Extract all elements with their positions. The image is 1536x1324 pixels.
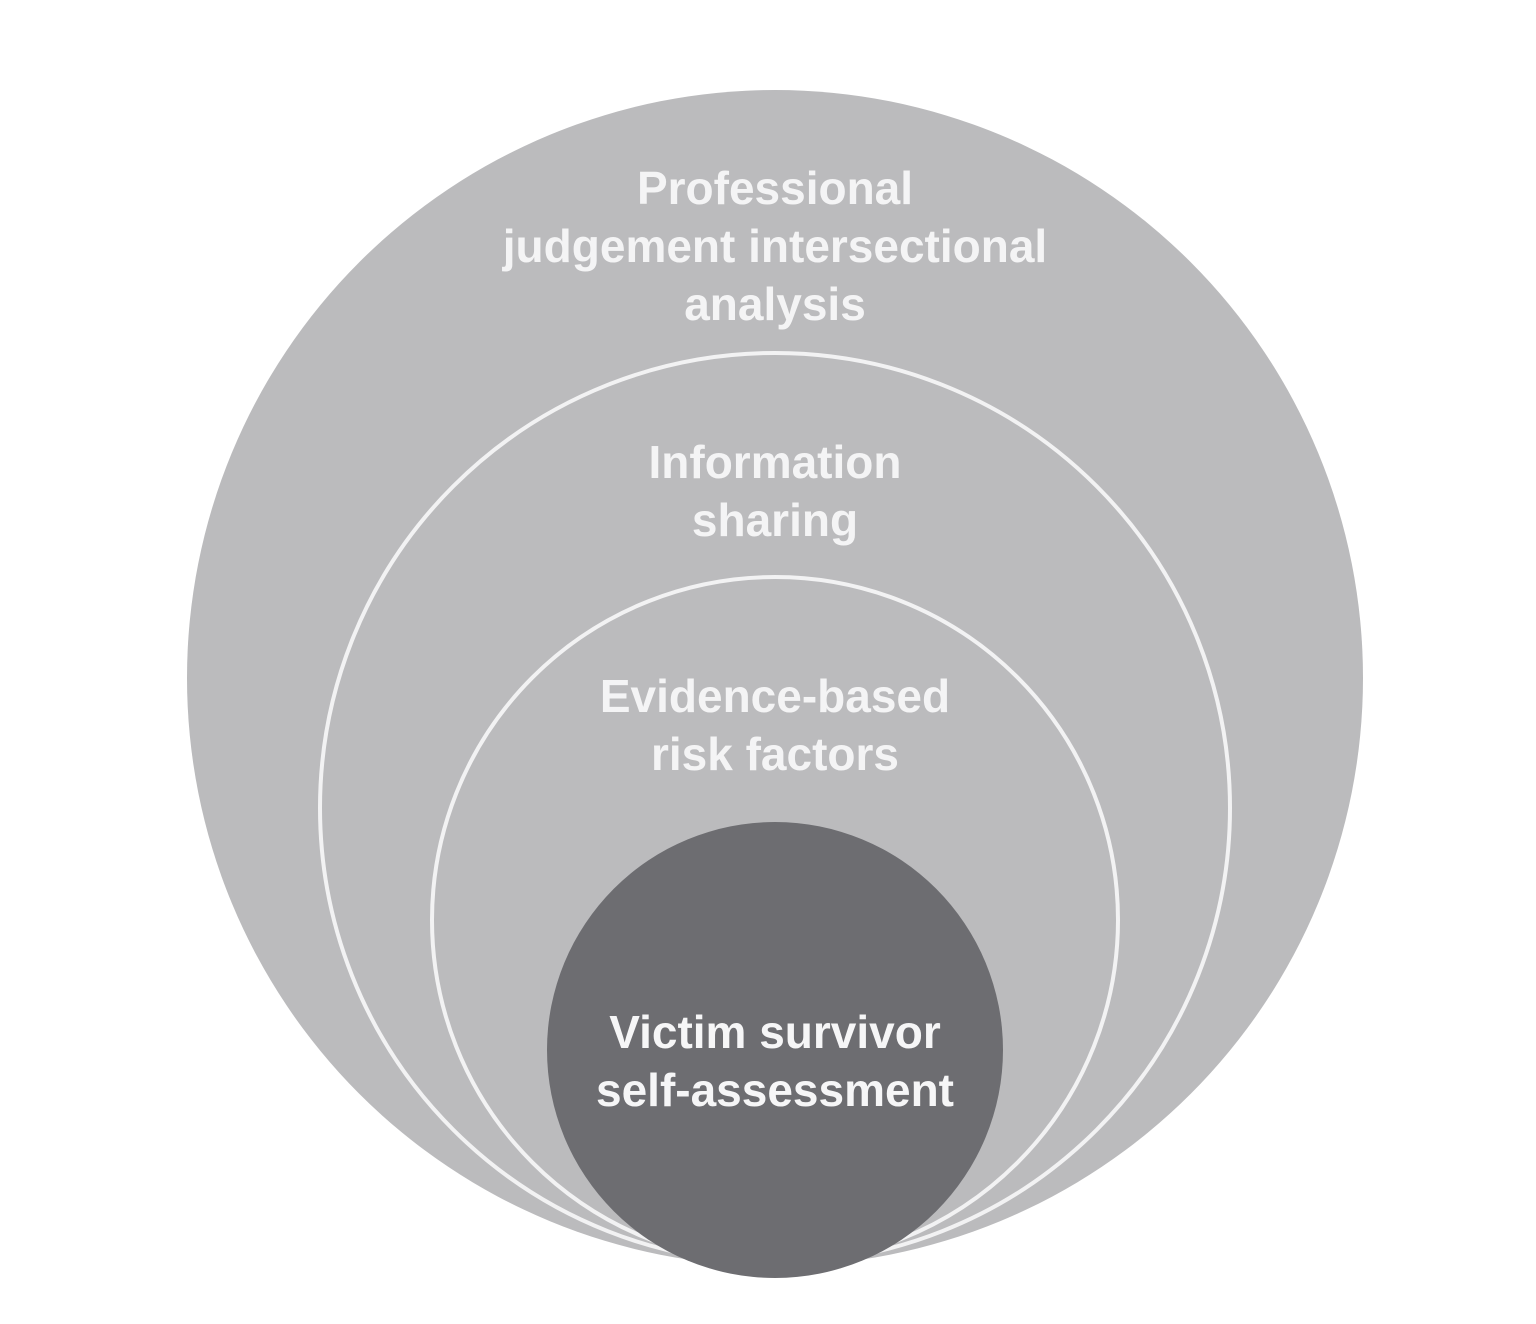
- ring2-label-line-1: Information: [649, 436, 902, 488]
- core-circle: [547, 822, 1003, 1278]
- core-label-line-2: self-assessment: [596, 1064, 954, 1116]
- ring3-label-line-2: risk factors: [651, 728, 899, 780]
- ring3-label-line-1: Evidence-based: [600, 670, 950, 722]
- outer-label-line-3: analysis: [684, 278, 866, 330]
- outer-label-line-2: judgement intersectional: [502, 220, 1047, 272]
- ring2-label-line-2: sharing: [692, 494, 858, 546]
- outer-label-line-1: Professional: [637, 162, 913, 214]
- core-label-line-1: Victim survivor: [609, 1006, 941, 1058]
